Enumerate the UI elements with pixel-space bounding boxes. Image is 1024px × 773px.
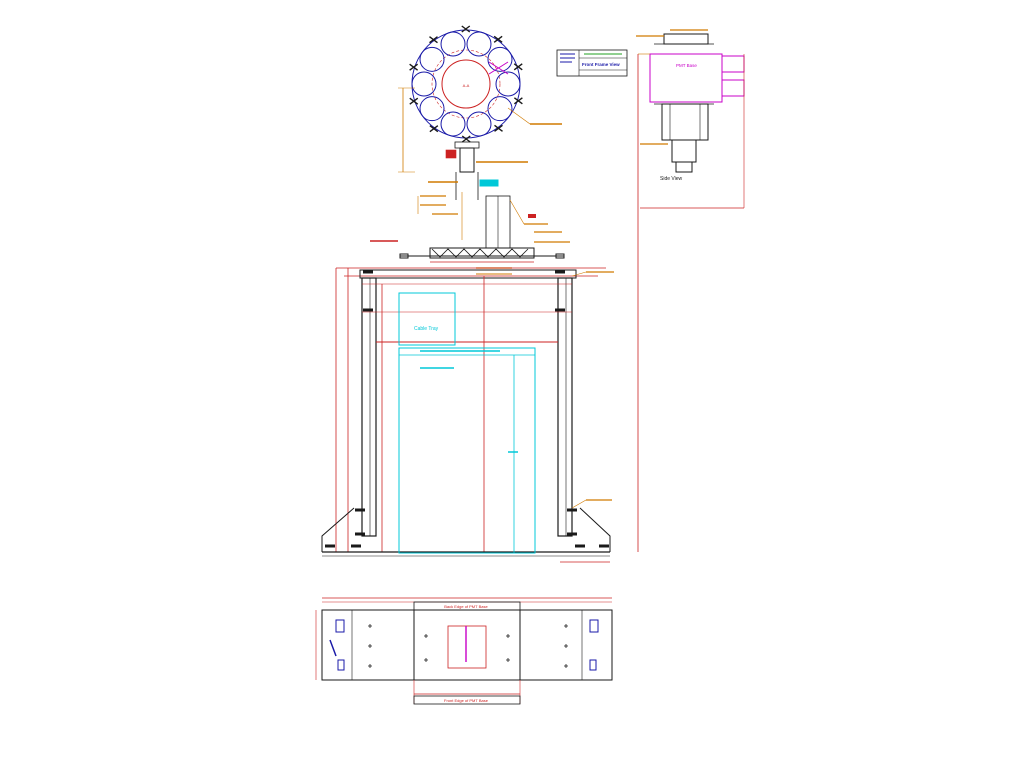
plan-mark: [564, 664, 568, 668]
wheel-pod: [466, 111, 492, 137]
wheel-marker-b: [488, 61, 509, 75]
side-view: PMT Base Side View: [636, 29, 745, 552]
title-block-frame: [556, 49, 628, 77]
side-view-top: [663, 33, 709, 45]
frame-bolt: [355, 532, 365, 536]
side-view-body: [661, 103, 709, 141]
plan-mark: [564, 624, 568, 628]
plan-center-box: [413, 609, 521, 681]
frame-bolt: [325, 544, 335, 548]
column-block: [459, 147, 475, 173]
plan-mark: [506, 634, 510, 638]
wheel-dash-ring: [431, 49, 501, 119]
wheel-pod: [487, 46, 513, 72]
wheel-pods: [409, 25, 523, 143]
pmt-box: [649, 53, 723, 103]
wheel-clamp: [493, 35, 503, 43]
wheel-clamp: [409, 63, 419, 71]
frame-bolt: [363, 270, 373, 274]
front-edge-label: Front Edge of PMT Base: [444, 698, 489, 703]
frame-bolt: [363, 308, 373, 312]
plan-mark: [424, 658, 428, 662]
plan-mark: [564, 644, 568, 648]
wheel-clamp: [409, 97, 419, 105]
base-right-brace: [579, 507, 611, 552]
pmt-label: PMT Base: [676, 63, 697, 68]
plan-mark: [506, 658, 510, 662]
base-left-brace: [321, 507, 355, 552]
top-beam: [370, 231, 570, 275]
beam-hatched: [429, 247, 535, 259]
side-view-label: Side View: [660, 176, 683, 182]
plan-mark: [368, 644, 372, 648]
frame-right-column: [557, 277, 573, 537]
main-frame: [321, 267, 614, 563]
wheel-center-ring: [441, 59, 491, 109]
wheel-clamp: [429, 125, 439, 133]
frame-bolt: [567, 508, 577, 512]
frame-top-rail: [359, 269, 577, 279]
wheel-pod: [419, 46, 445, 72]
plan-marks: [368, 624, 568, 668]
frame-bolt: [567, 532, 577, 536]
frame-bolt: [555, 270, 565, 274]
back-edge-label: Back Edge of PMT Base: [444, 604, 488, 609]
wheel-clamp: [429, 36, 438, 44]
pmt-wheel-assembly: A-A: [398, 25, 562, 173]
frame-bolt: [575, 544, 585, 548]
wheel-clamp: [461, 25, 471, 33]
wheel-clamp: [513, 63, 523, 71]
wheel-clamp: [494, 124, 503, 132]
cable-tray-group: Cable Tray: [398, 292, 536, 554]
plan-mark: [368, 624, 372, 628]
plan-mark: [424, 634, 428, 638]
wheel-pod: [487, 96, 513, 122]
frame-bolts: [325, 270, 609, 548]
plan-mark: [368, 664, 372, 668]
wheel-clamp: [513, 97, 523, 105]
wheel-leader: [507, 107, 531, 125]
column-tab: [445, 149, 457, 159]
wheel-pod: [466, 31, 492, 57]
cable-tray-box: [398, 292, 456, 346]
title-block-label: Front Frame View: [582, 62, 620, 67]
wheel-pod: [419, 96, 445, 122]
frame-bolt: [555, 308, 565, 312]
wheel-clamp: [461, 135, 471, 143]
wheel-pod: [411, 71, 437, 97]
plan-outline: [321, 609, 613, 681]
plan-view: Back Edge of PMT Base Front Edge of PMT …: [315, 597, 613, 705]
electronics-rack-box: [398, 347, 536, 554]
frame-bolt: [355, 508, 365, 512]
support-column: [417, 141, 548, 249]
wheel-pod: [495, 71, 521, 97]
frame-bolt: [351, 544, 361, 548]
cable-tray-label: Cable Tray: [414, 326, 439, 332]
cyan-tag: [479, 179, 499, 187]
frame-left-column: [361, 277, 377, 537]
frame-bolt: [599, 544, 609, 548]
wheel-pod: [440, 31, 466, 57]
wheel-pod: [440, 111, 466, 137]
wheel-center-label: A-A: [463, 83, 470, 88]
plan-pmt-footprint: [447, 625, 487, 669]
title-block: Front Frame View: [556, 49, 628, 77]
